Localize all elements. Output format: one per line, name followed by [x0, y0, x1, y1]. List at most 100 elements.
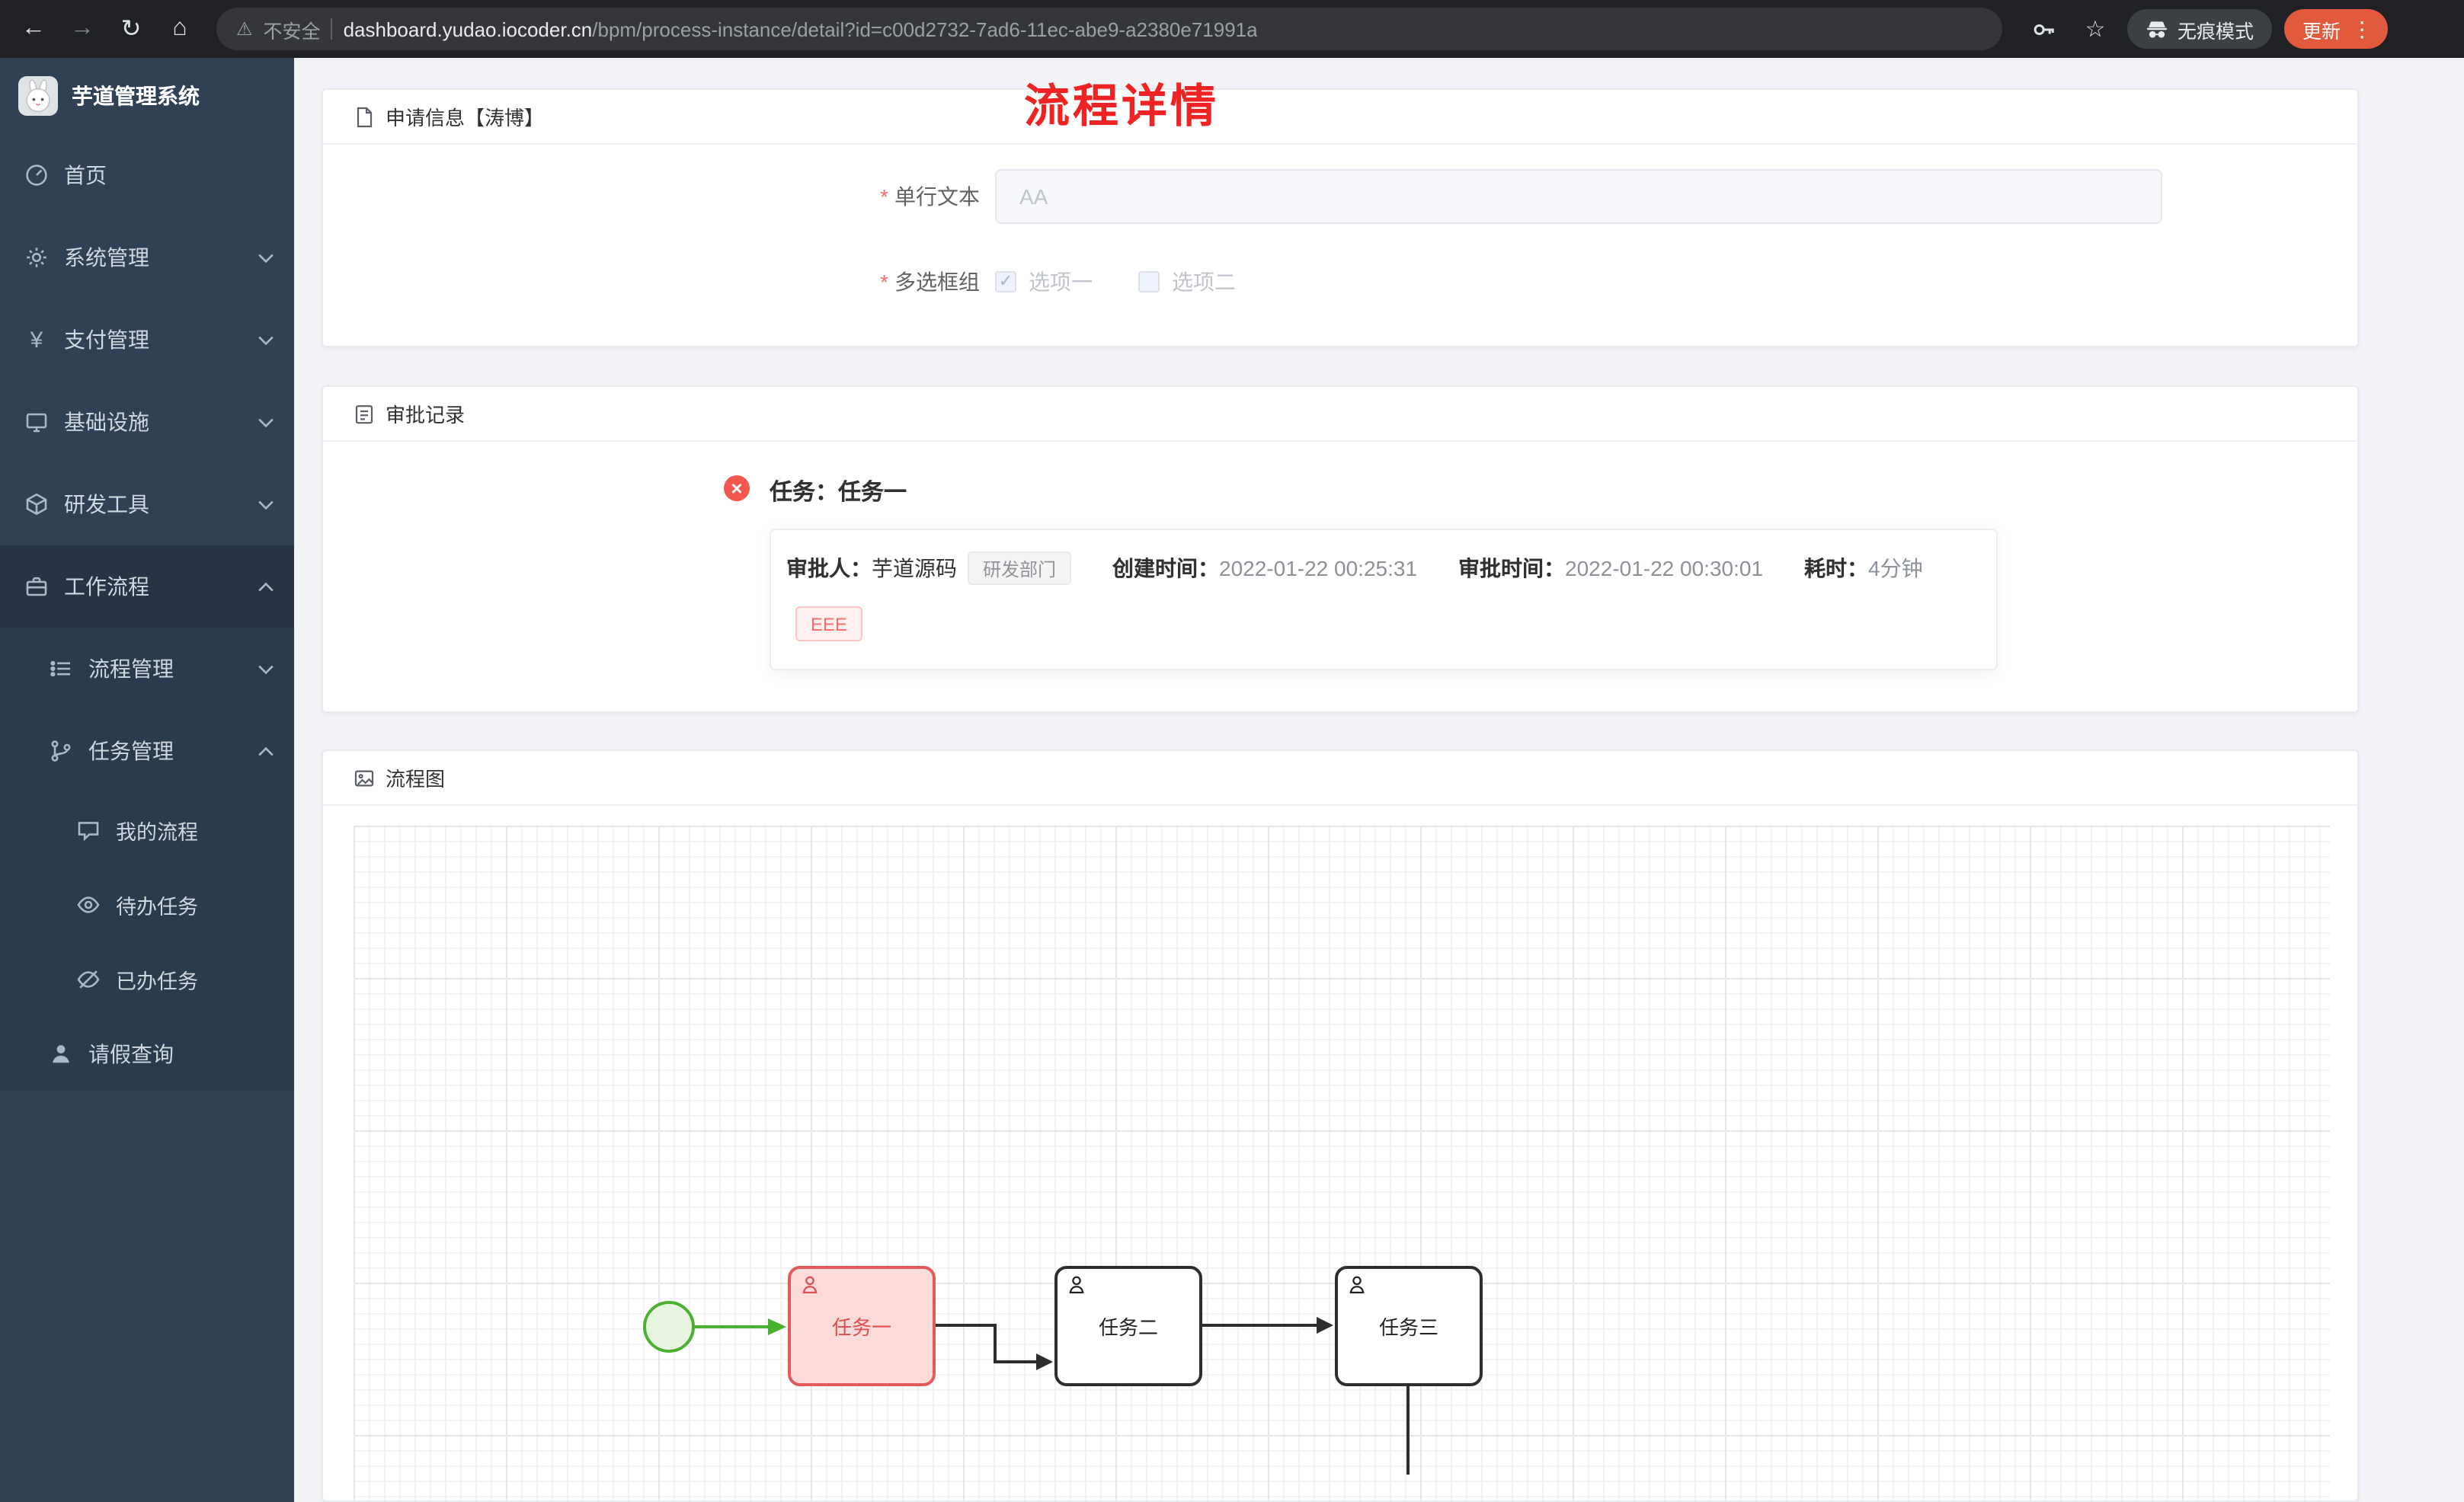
yen-icon: ¥	[30, 327, 43, 353]
omnibox-divider	[331, 18, 333, 40]
flow-task-1-node[interactable]: 任务一	[788, 1266, 936, 1386]
required-mark: *	[880, 270, 888, 294]
chevron-down-icon	[258, 664, 274, 675]
sidebar-item-leave-query[interactable]: 请假查询	[0, 1016, 294, 1091]
approved-label: 审批时间：	[1458, 556, 1566, 580]
checkbox-group: ✓ 选项一 选项二	[995, 254, 1236, 309]
apply-info-card: 申请信息【涛博】 *单行文本 *多选框组 ✓ 选项一 选项二	[322, 88, 2359, 347]
picture-icon	[354, 769, 374, 786]
single-line-text-input[interactable]	[995, 169, 2162, 224]
approval-detail-row: 审批人： 芋道源码 研发部门 创建时间： 2022-01-22 00:25:31…	[786, 550, 1981, 586]
sidebar-item-payment[interactable]: ¥ 支付管理	[0, 299, 294, 381]
sidebar-item-home[interactable]: 首页	[0, 134, 294, 216]
sidebar-item-done-tasks[interactable]: 已办任务	[0, 941, 294, 1016]
update-label: 更新	[2302, 21, 2341, 42]
dashboard-icon	[26, 165, 47, 186]
key-icon[interactable]	[2024, 9, 2063, 49]
approver-name: 芋道源码	[872, 556, 957, 580]
update-button[interactable]: 更新 ⋮	[2284, 9, 2389, 49]
monitor-icon	[26, 413, 47, 433]
chevron-down-icon	[258, 417, 274, 428]
eye-icon	[77, 896, 100, 912]
approval-card-title: 审批记录	[386, 404, 466, 427]
sidebar-item-label: 我的流程	[116, 820, 198, 843]
browser-toolbar: ← → ↻ ⌂ ⚠ 不安全 dashboard.yudao.iocoder.cn…	[0, 0, 2464, 58]
url-domain: dashboard.yudao.iocoder.cn	[343, 18, 593, 40]
warning-icon: ⚠	[236, 18, 253, 40]
sidebar-item-devtools[interactable]: 研发工具	[0, 463, 294, 545]
chat-icon	[78, 821, 99, 841]
briefcase-icon	[26, 577, 47, 596]
checkbox-label: 选项二	[1172, 270, 1236, 294]
chevron-up-icon	[258, 582, 274, 593]
home-icon[interactable]: ⌂	[172, 15, 187, 41]
cube-icon	[26, 493, 47, 516]
app-logo[interactable]: 芋道管理系统	[0, 58, 294, 134]
list-icon	[50, 660, 70, 677]
sidebar-item-system[interactable]: 系统管理	[0, 216, 294, 299]
approver-label: 审批人：	[786, 556, 872, 580]
chevron-down-icon	[258, 335, 274, 346]
user-task-icon	[802, 1276, 818, 1294]
approval-comment-row: EEE	[786, 606, 1981, 641]
sidebar-item-workflow[interactable]: 工作流程	[0, 545, 294, 628]
approved-time-group: 审批时间： 2022-01-22 00:30:01	[1458, 553, 1763, 583]
sidebar-item-my-processes[interactable]: 我的流程	[0, 792, 294, 867]
toolbar-right: ☆ 无痕模式 更新 ⋮	[2024, 9, 2389, 49]
checkbox-option-2[interactable]: 选项二	[1138, 267, 1236, 297]
checkbox-unchecked-icon	[1138, 271, 1160, 292]
approver-group: 审批人： 芋道源码 研发部门	[786, 551, 1072, 585]
back-icon[interactable]: ←	[21, 15, 46, 41]
gear-icon	[27, 248, 46, 267]
document-icon	[357, 106, 373, 127]
approved-value: 2022-01-22 00:30:01	[1565, 556, 1764, 580]
sidebar-item-process-management[interactable]: 流程管理	[0, 628, 294, 710]
duration-group: 耗时： 4分钟	[1804, 553, 1923, 583]
start-event-node	[643, 1301, 695, 1353]
apply-card-header: 申请信息【涛博】	[323, 90, 2357, 145]
required-mark: *	[880, 184, 888, 209]
sidebar-item-label: 请假查询	[88, 1041, 174, 1066]
forward-icon[interactable]: →	[70, 15, 94, 41]
address-bar[interactable]: ⚠ 不安全 dashboard.yudao.iocoder.cn/bpm/pro…	[216, 8, 2002, 50]
chevron-down-icon	[258, 500, 274, 510]
flow-connectors	[643, 1301, 1410, 1475]
reload-icon[interactable]: ↻	[120, 17, 142, 43]
chevron-up-icon	[258, 746, 274, 757]
sidebar-item-label: 工作流程	[64, 574, 149, 599]
sidebar-item-label: 已办任务	[116, 970, 198, 992]
created-value: 2022-01-22 00:25:31	[1219, 556, 1418, 580]
approval-task-title: 任务：任务一	[770, 480, 907, 506]
menu-kebab-icon[interactable]: ⋮	[2351, 17, 2373, 41]
checkbox-label: 选项一	[1029, 270, 1093, 294]
sidebar-item-infrastructure[interactable]: 基础设施	[0, 381, 294, 463]
approval-record-card: 审批记录 × 任务：任务一 审批人： 芋道源码 研发部门 创建时间： 2022-…	[322, 385, 2359, 713]
approval-card-header: 审批记录	[323, 387, 2357, 442]
incognito-badge[interactable]: 无痕模式	[2127, 9, 2273, 49]
checkbox-checked-icon: ✓	[995, 271, 1016, 292]
sidebar-item-todo-tasks[interactable]: 待办任务	[0, 867, 294, 941]
flow-card-header: 流程图	[323, 751, 2357, 806]
sidebar-item-label: 流程管理	[88, 657, 174, 681]
text-field-label: *单行文本	[880, 184, 980, 209]
security-label[interactable]: 不安全	[263, 21, 321, 42]
app-title: 芋道管理系统	[72, 84, 200, 108]
checkbox-option-1[interactable]: ✓ 选项一	[995, 267, 1093, 297]
sidebar-item-task-management[interactable]: 任务管理	[0, 710, 294, 792]
flow-task-2-node[interactable]: 任务二	[1054, 1266, 1202, 1386]
user-task-icon	[1069, 1276, 1084, 1294]
url-path: /bpm/process-instance/detail?id=c00d2732…	[592, 18, 1258, 40]
bpmn-canvas[interactable]: 任务一 任务二 任务三	[354, 826, 2330, 1500]
task-node-label: 任务一	[831, 1316, 891, 1339]
flow-card-title: 流程图	[386, 768, 446, 791]
task-node-label: 任务二	[1098, 1316, 1158, 1339]
star-icon[interactable]: ☆	[2085, 17, 2106, 43]
flow-task-3-node[interactable]: 任务三	[1335, 1266, 1483, 1386]
sidebar-item-label: 任务管理	[88, 739, 174, 763]
incognito-spy-icon	[2146, 21, 2168, 37]
comment-tag: EEE	[795, 606, 863, 641]
created-label: 创建时间：	[1112, 556, 1220, 580]
page-url[interactable]: dashboard.yudao.iocoder.cn/bpm/process-i…	[344, 18, 1258, 40]
incognito-label: 无痕模式	[2178, 21, 2254, 42]
